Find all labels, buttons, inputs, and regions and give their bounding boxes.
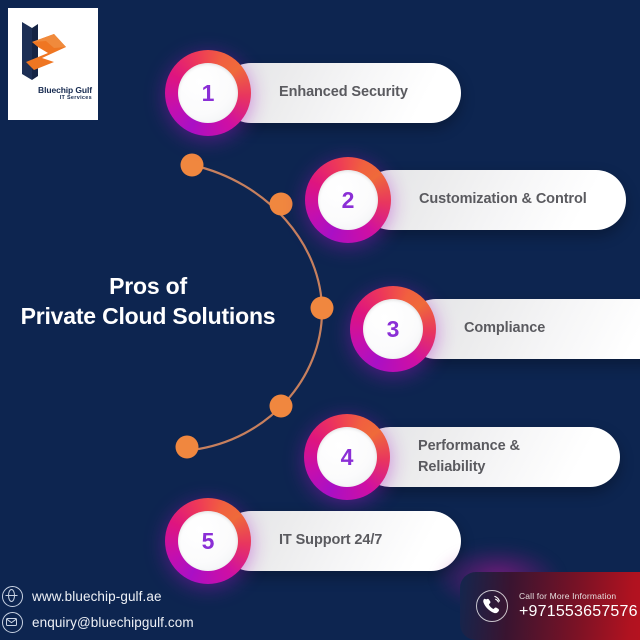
arc-dot-3: [310, 296, 334, 320]
item-number-ring: [165, 498, 251, 584]
item-number-ring: [350, 286, 436, 372]
item-pill[interactable]: Customization & Control: [361, 170, 626, 230]
footer-website[interactable]: www.bluechip-gulf.ae: [2, 586, 162, 607]
cta-phone-number: +971553657576: [519, 603, 638, 620]
item-label: Enhanced Security: [279, 84, 408, 101]
globe-icon: [2, 586, 23, 607]
item-number: 1: [201, 79, 215, 106]
item-pill[interactable]: Compliance: [406, 299, 640, 359]
footer-email[interactable]: enquiry@bluechipgulf.com: [2, 612, 194, 633]
bluechip-b-arrow-logo-icon: [22, 22, 66, 80]
list-item[interactable]: Enhanced Security 1: [165, 50, 465, 136]
brand-tagline: IT Services: [59, 94, 92, 101]
item-number: 3: [386, 315, 400, 342]
item-label: Performance & Reliability: [418, 438, 520, 475]
page-title-line2: Private Cloud Solutions: [20, 302, 276, 329]
cta-call-banner[interactable]: Call for More Information +971553657576: [460, 572, 640, 640]
envelope-icon: [2, 612, 23, 633]
item-number: 4: [340, 443, 354, 470]
item-pill[interactable]: IT Support 24/7: [221, 511, 461, 571]
arc-dot-5: [175, 435, 199, 459]
brand-logo-text: Bluechip Gulf IT Services: [16, 86, 92, 102]
item-number-ring: [305, 157, 391, 243]
list-item[interactable]: IT Support 24/7 5: [165, 498, 465, 584]
page-title-line1: Pros of: [109, 273, 187, 299]
footer-email-text: enquiry@bluechipgulf.com: [32, 615, 194, 630]
brand-name: Bluechip Gulf: [38, 85, 92, 95]
item-number: 2: [341, 186, 355, 213]
arc-dot-1: [180, 153, 204, 177]
item-label: IT Support 24/7: [279, 532, 383, 549]
item-pill[interactable]: Enhanced Security: [221, 63, 461, 123]
item-number-ring: [165, 50, 251, 136]
item-pill[interactable]: Performance & Reliability: [360, 427, 620, 487]
item-number: 5: [201, 527, 215, 554]
footer-website-text: www.bluechip-gulf.ae: [32, 589, 162, 604]
brand-logo-card: Bluechip Gulf IT Services: [8, 8, 98, 120]
arc-dot-4: [269, 394, 293, 418]
page-title: Pros of Private Cloud Solutions: [0, 272, 296, 332]
phone-ring-icon: [476, 590, 508, 622]
arc-dot-2: [269, 192, 293, 216]
item-label: Customization & Control: [419, 191, 587, 208]
item-number-ring: [304, 414, 390, 500]
list-item[interactable]: Performance & Reliability 4: [304, 414, 620, 500]
list-item[interactable]: Compliance 3: [350, 286, 640, 372]
list-item[interactable]: Customization & Control 2: [305, 157, 630, 243]
cta-caption: Call for More Information: [519, 591, 617, 601]
item-label: Compliance: [464, 320, 546, 337]
